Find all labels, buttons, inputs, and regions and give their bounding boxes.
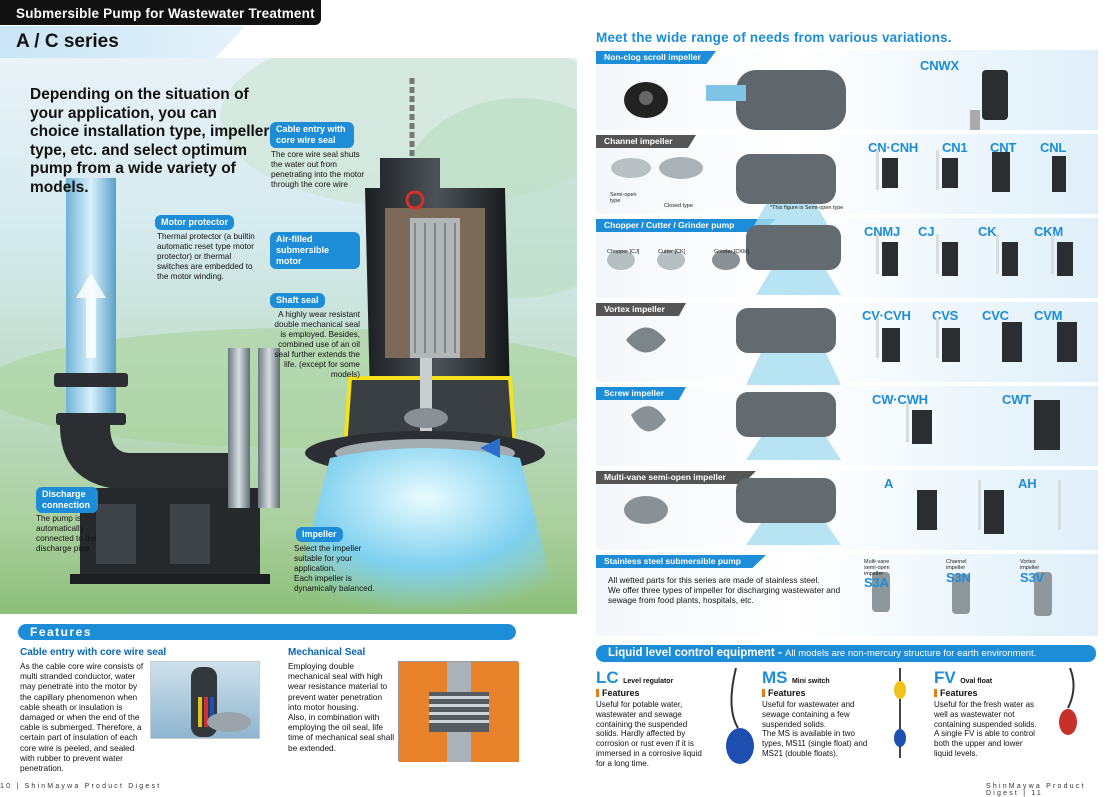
feature-title-mechanical-seal: Mechanical Seal (288, 647, 366, 658)
note-closed-type: Closed type (664, 203, 694, 209)
lc-float-image (726, 668, 754, 764)
model-cwt: CWT (1002, 392, 1031, 407)
note-semi-open: Semi-open type (610, 192, 637, 204)
model-ckm: CKM (1034, 224, 1064, 239)
mechanical-seal-image (398, 661, 519, 762)
stainless-text: All wetted parts for this series are mad… (608, 575, 841, 606)
llc-lc-features: Features (596, 688, 640, 698)
series-title: A / C series (16, 31, 119, 52)
model-cnl: CNL (1040, 140, 1067, 155)
model-cw-cwh: CW·CWH (872, 392, 928, 407)
model-a: A (884, 476, 894, 491)
row-label-multivane: Multi-vane semi-open impeller (596, 471, 756, 484)
model-cnt: CNT (990, 140, 1017, 155)
row-label-channel: Channel impeller (596, 135, 696, 148)
pump-illustration-svg (0, 58, 577, 614)
model-ah: AH (1018, 476, 1037, 491)
water-splash (290, 448, 560, 614)
llc-fv-features: Features (934, 688, 978, 698)
llc-lc-header: LC Level regulator (596, 668, 674, 687)
model-cvc: CVC (982, 308, 1009, 323)
callout-tag: Impeller (296, 527, 343, 542)
callout-impeller: Impeller (296, 527, 343, 542)
row-bg-screw (596, 386, 1098, 466)
note-figure: *This figure is Semi-open type (770, 205, 844, 211)
row-label-nonclog: Non-clog scroll impeller (596, 51, 716, 64)
row-label-vortex: Vortex impeller (596, 303, 686, 316)
model-cvm: CVM (1034, 308, 1063, 323)
model-cnwx: CNWX (920, 58, 959, 73)
series-bar (0, 26, 245, 58)
model-s3n: S3N (946, 570, 971, 585)
model-ck: CK (978, 224, 997, 239)
llc-fv-header: FV Oval float (934, 668, 993, 687)
footer-right: ShinMaywa Product Digest | 11 (986, 783, 1086, 797)
callout-tag: Shaft seal (270, 293, 325, 308)
llc-ms-features: Features (762, 688, 806, 698)
callout-shaft-seal: Shaft seal (270, 293, 325, 308)
ms-float-image (894, 668, 906, 758)
callout-motor-protector: Motor protector (155, 215, 234, 230)
feature-title-cable-entry: Cable entry with core wire seal (20, 647, 167, 658)
model-cnmj: CNMJ (864, 224, 901, 239)
row-label-chopper: Chopper / Cutter / Grinder pump (596, 219, 776, 232)
fv-float-image (1059, 668, 1077, 735)
model-s3a: S3A (864, 575, 889, 590)
model-s3v: S3V (1020, 570, 1044, 585)
cable-seal-image (150, 661, 260, 739)
model-cj: CJ (918, 224, 935, 239)
note-grinder: Grinder [CKM] (714, 249, 750, 255)
callout-tag: Motor protector (155, 215, 234, 230)
pump-cutaway-illustration (0, 58, 577, 614)
footer-left: 10 | ShinMaywa Product Digest (0, 783, 162, 790)
llc-bar: Liquid level control equipment - All mod… (596, 645, 1096, 662)
model-cn-cnh: CN·CNH (868, 140, 919, 155)
model-cv-cvh: CV·CVH (862, 308, 911, 323)
row-label-stainless: Stainless steel submersible pump (596, 555, 766, 568)
pump-product-photos (872, 70, 1077, 616)
features-bar: Features (18, 624, 516, 640)
header-tab: Submersible Pump for Wastewater Treatmen… (0, 0, 321, 25)
llc-lc-text: Useful for potable water,wastewater and … (596, 700, 702, 768)
row-label-screw: Screw impeller (596, 387, 686, 400)
intro-text: Depending on the situation of your appli… (30, 86, 270, 196)
model-cn1: CN1 (942, 140, 968, 155)
llc-ms-header: MS Mini switch (762, 668, 830, 687)
variations-title: Meet the wide range of needs from variou… (596, 30, 952, 45)
impeller-graphics (607, 70, 846, 545)
flow-arrow-icon (76, 273, 106, 358)
note-chopper: Chopper [CJ] (607, 249, 640, 255)
note-cutter: Cutter [CK] (658, 249, 686, 255)
